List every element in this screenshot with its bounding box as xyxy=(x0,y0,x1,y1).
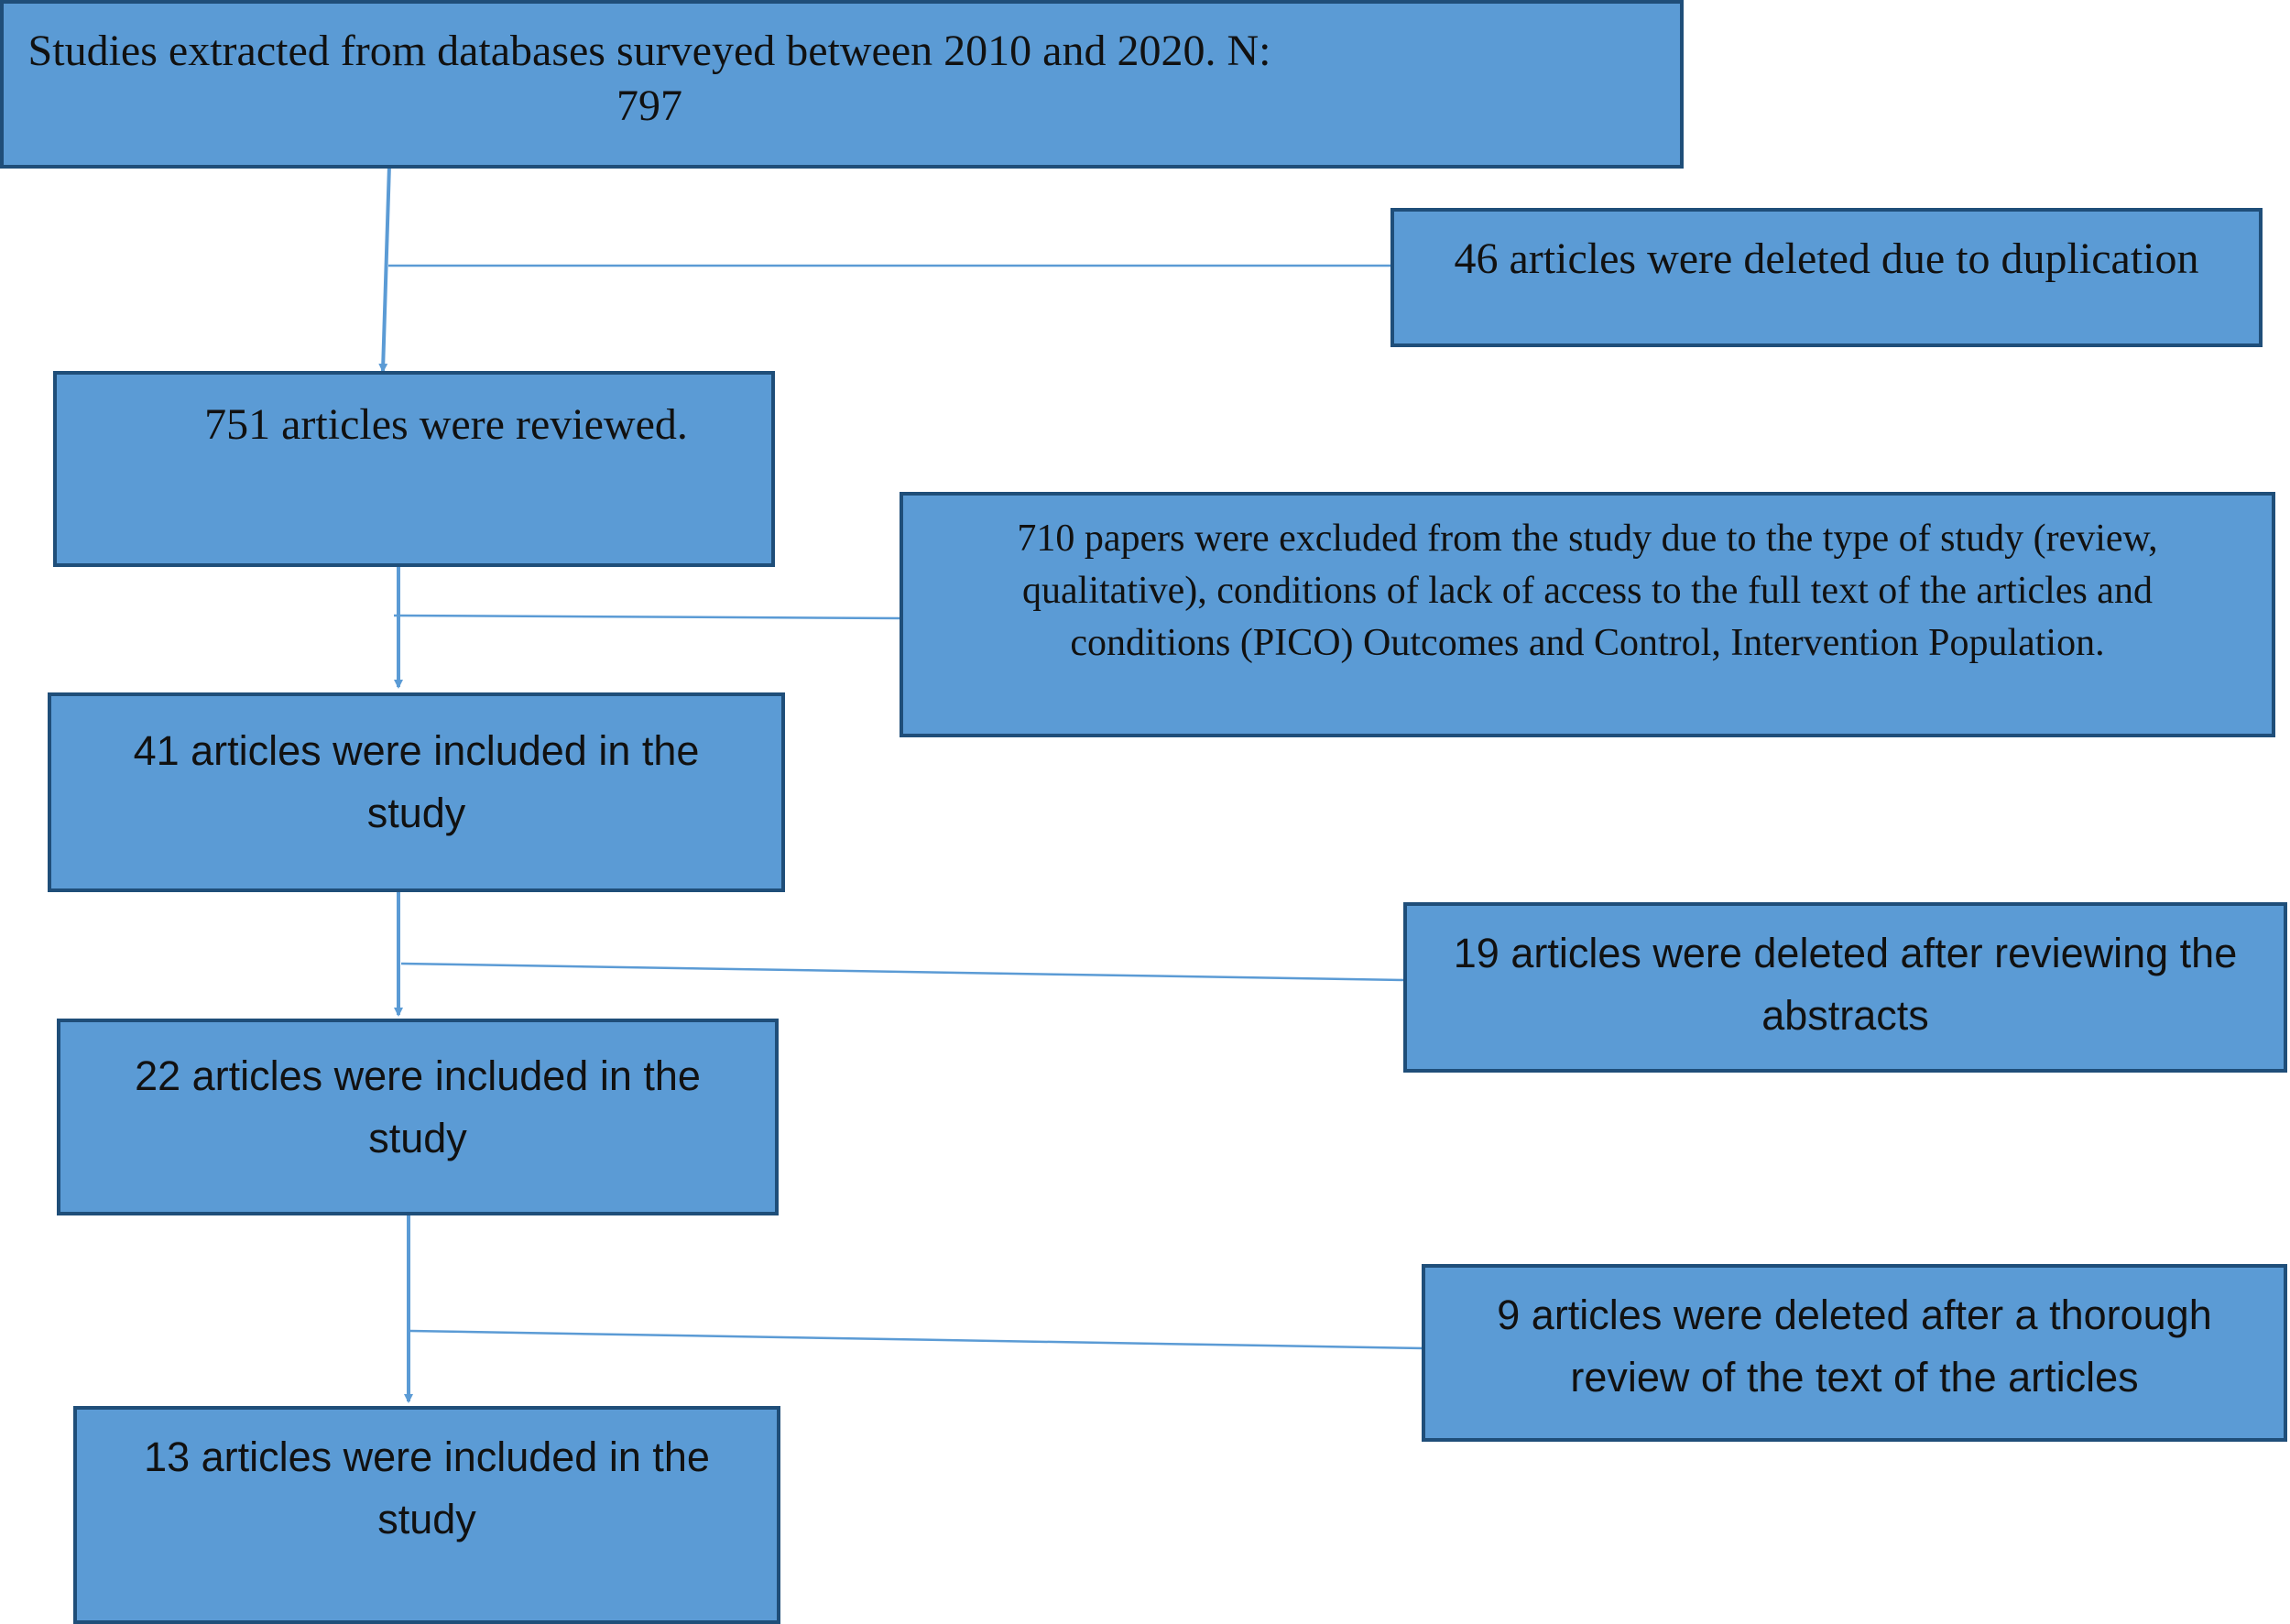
deleted-abstracts-box: 19 articles were deleted after reviewing… xyxy=(1403,902,2287,1073)
included-22-text: 22 articles were included in the study xyxy=(135,1052,701,1161)
reviewed-text: 751 articles were reviewed. xyxy=(204,400,688,449)
deleted-fulltext-box: 9 articles were deleted after a thorough… xyxy=(1422,1264,2287,1442)
excluded-710-text: 710 papers were excluded from the study … xyxy=(1017,518,2158,664)
included-13-box: 13 articles were included in the study xyxy=(73,1406,780,1624)
included-41-box: 41 articles were included in the study xyxy=(48,692,785,892)
deleted-duplication-text: 46 articles were deleted due to duplicat… xyxy=(1454,234,2199,283)
included-22-box: 22 articles were included in the study xyxy=(57,1019,779,1215)
connector-excluded-710 xyxy=(393,614,900,620)
excluded-710-box: 710 papers were excluded from the study … xyxy=(900,492,2275,737)
connector-abstracts xyxy=(400,962,1407,982)
deleted-abstracts-text: 19 articles were deleted after reviewing… xyxy=(1453,930,2238,1039)
included-13-text: 13 articles were included in the study xyxy=(144,1433,710,1542)
arrow-to-reviewed xyxy=(378,164,391,373)
studies-extracted-box: Studies extracted from databases surveye… xyxy=(0,0,1684,169)
deleted-duplication-box: 46 articles were deleted due to duplicat… xyxy=(1390,208,2263,347)
connector-fulltext xyxy=(409,1329,1425,1350)
included-41-text: 41 articles were included in the study xyxy=(133,727,700,836)
studies-extracted-text: Studies extracted from databases surveye… xyxy=(27,27,1271,130)
deleted-fulltext-text: 9 articles were deleted after a thorough… xyxy=(1497,1292,2212,1401)
reviewed-box: 751 articles were reviewed. xyxy=(53,371,775,567)
